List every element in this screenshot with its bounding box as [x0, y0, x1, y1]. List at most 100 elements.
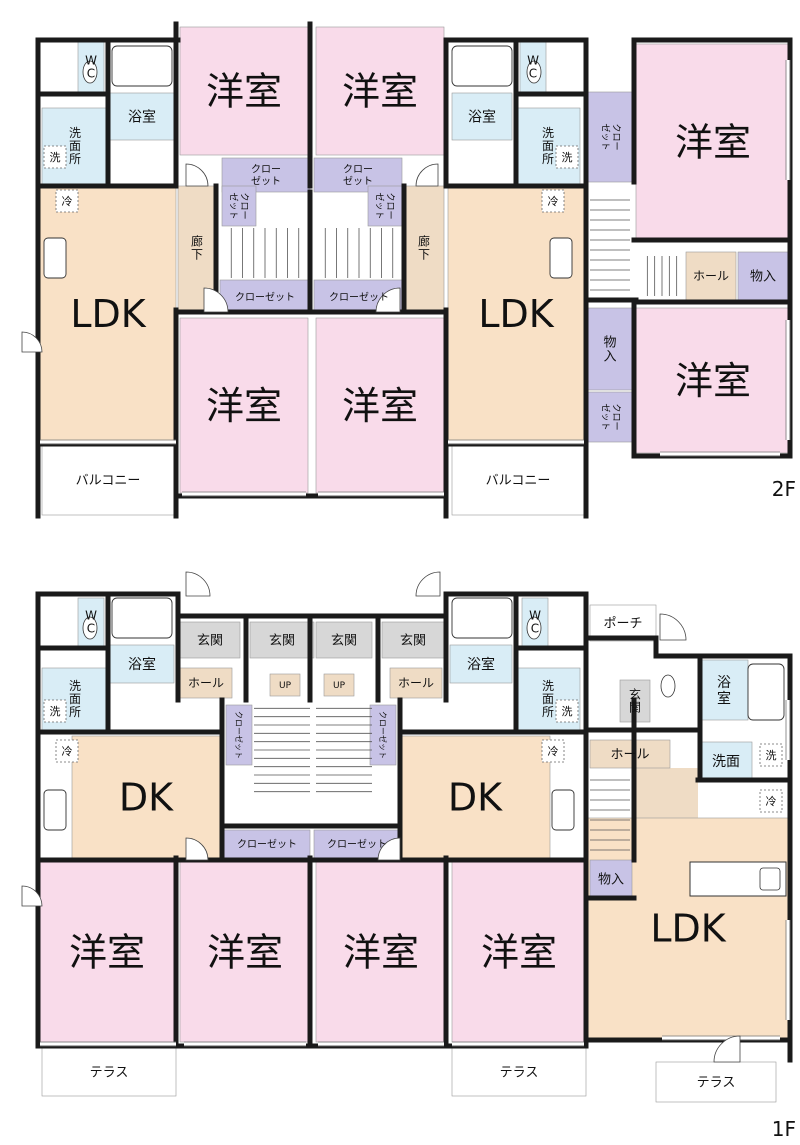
room-label-line: ゼット — [227, 192, 239, 219]
room-label-1f-ldk: LDK — [650, 906, 726, 950]
room-label-2f-w5: 洋室 — [675, 120, 751, 164]
fridge-space-icon — [541, 739, 565, 763]
stair-area — [226, 700, 396, 826]
room-label-1f-cl2: クローゼット — [327, 839, 387, 851]
room-label-2f-cl6: クローゼット — [373, 192, 395, 219]
room-2f-wash1 — [41, 107, 109, 185]
bathtub-icon — [111, 597, 173, 639]
washer-space-icon — [555, 699, 579, 723]
door-swing — [713, 1035, 741, 1063]
floor-label-2f: 2F — [772, 477, 796, 501]
room-1f-hall2 — [389, 667, 443, 699]
room-label-line: ゼット — [251, 176, 281, 188]
room-label-2f-bath1: 浴室 — [128, 108, 156, 125]
room-2f-w6 — [635, 307, 791, 454]
room-1f-bath3 — [699, 659, 749, 721]
washer-space-icon — [43, 699, 67, 723]
fridge-space-icon — [759, 789, 783, 813]
room-label-text: 洗面所 — [542, 126, 554, 166]
room-2f-cl8 — [585, 391, 637, 443]
room-label-line: クロー — [384, 192, 395, 219]
room-label-2f-w4: 洋室 — [342, 384, 418, 428]
room-1f-en2 — [249, 621, 315, 659]
room-1f-ter1 — [41, 1047, 177, 1097]
room-1f-up2 — [323, 673, 355, 697]
fixture-layer: 冷冷冷冷冷洗洗洗洗洗 — [21, 45, 787, 1063]
room-label-1f-w1: 洋室 — [69, 930, 145, 974]
room-label-1f-wash3: 洗面 — [712, 754, 740, 770]
sink-icon — [549, 237, 573, 279]
room-label-line: 室 — [717, 690, 731, 707]
door-swing — [21, 331, 43, 353]
door-swing — [375, 287, 401, 313]
fridge-space-icon — [55, 189, 79, 213]
room-2f-cl3 — [219, 279, 311, 315]
fridge-mark: 冷 — [548, 745, 559, 758]
room-label-line: ゼット — [373, 192, 385, 219]
room-label-line: ゼット — [343, 176, 373, 188]
room-label-2f-cl3: クローゼット — [235, 292, 295, 304]
room-label-1f-en1: 玄関 — [197, 634, 223, 649]
room-label-text: 廊下 — [418, 234, 430, 262]
room-1f-st1 — [589, 859, 633, 899]
washer-space-icon — [759, 743, 783, 767]
room-label-1f-ter2: テラス — [500, 1066, 539, 1081]
room-1f-cl1 — [223, 829, 311, 859]
room-label-2f-ldk1: LDK — [70, 292, 146, 336]
toilet-icon — [526, 60, 542, 84]
room-1f-cl3 — [225, 704, 253, 766]
bathtub-icon — [111, 45, 173, 87]
room-1f-w3 — [315, 861, 447, 1043]
room-label-line: クロー — [610, 403, 621, 430]
door-swing — [377, 837, 401, 861]
room-label-2f-cl1: クローゼット — [251, 164, 281, 188]
door-swing — [203, 287, 229, 313]
room-label-2f-cl7: クローゼット — [599, 123, 621, 150]
toilet-icon — [82, 616, 98, 640]
room-2f-st2 — [585, 307, 635, 391]
room-label-1f-bath1: 浴室 — [128, 656, 156, 673]
room-label-1f-wash2: 洗面所 — [542, 679, 554, 719]
room-label-2f-wash2: 洗面所 — [542, 126, 554, 166]
sink-icon — [43, 237, 67, 279]
room-label-line: クロー — [610, 123, 621, 150]
room-label-2f-st1: 物入 — [750, 270, 776, 285]
fridge-mark: 冷 — [62, 745, 73, 758]
room-label-line: クロー — [251, 164, 281, 176]
room-2f-bath2 — [451, 92, 513, 141]
room-label-line: クロー — [343, 164, 373, 176]
room-label-line: 浴 — [717, 675, 731, 691]
room-label-text: 廊下 — [191, 234, 203, 262]
room-label-1f-ter3: テラス — [697, 1076, 736, 1091]
room-1f-up1 — [269, 673, 301, 697]
room-1f-bath2 — [449, 644, 513, 684]
room-label-1f-cl4: クローゼット — [378, 711, 388, 759]
room-label-2f-bal2: バルコニー — [486, 474, 551, 489]
room-label-1f-en4: 玄関 — [400, 634, 426, 649]
room-label-2f-cl2: クローゼット — [343, 164, 373, 188]
room-2f-w5 — [635, 43, 791, 241]
room-label-2f-bath2: 浴室 — [468, 108, 496, 125]
room-label-2f-hall2: 廊下 — [418, 234, 430, 262]
toilet-icon — [660, 674, 676, 698]
room-label-2f-ldk2: LDK — [478, 292, 554, 336]
washer-mark: 洗 — [766, 749, 777, 762]
room-label-line: ゼット — [599, 123, 611, 150]
fridge-mark: 冷 — [766, 795, 777, 808]
room-2f-w3 — [179, 317, 309, 494]
room-label-1f-cl1: クローゼット — [237, 839, 297, 851]
fridge-mark: 冷 — [62, 195, 73, 208]
room-label-1f-ter1: テラス — [90, 1066, 129, 1081]
room-label-1f-dk1: DK — [119, 775, 174, 819]
washer-space-icon — [555, 145, 579, 169]
room-label-2f-cl8: クローゼット — [599, 403, 621, 430]
toilet-icon — [526, 616, 542, 640]
room-label-1f-hall2: ホール — [398, 676, 434, 690]
room-label-1f-hall1: ホール — [188, 676, 224, 690]
room-label-text: 洗面所 — [69, 679, 81, 719]
room-2f-hall2 — [403, 185, 445, 311]
